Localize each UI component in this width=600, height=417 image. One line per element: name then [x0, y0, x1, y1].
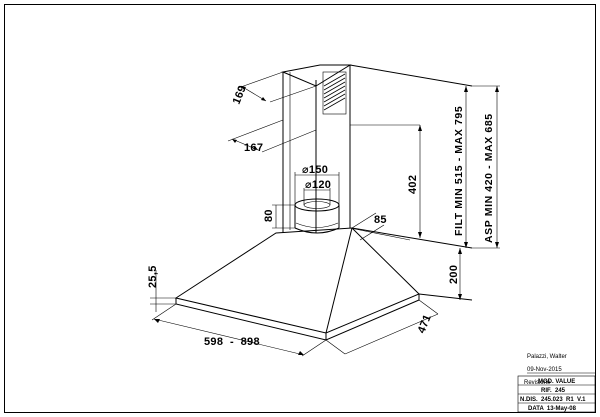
chimney-grille — [322, 71, 347, 115]
drawing-date-label: DATA 13-May-08 — [528, 406, 577, 412]
author-label: Palazzi, Walter — [527, 354, 567, 360]
wall-outline — [349, 64, 473, 301]
dim-chimney-depth: 169 — [231, 84, 249, 106]
sheet-border — [4, 4, 596, 413]
dim-filt-range: FILT MIN 515 - MAX 795 — [453, 106, 465, 236]
date-label: 09-Nov-2015 — [527, 367, 562, 373]
chimney-side-face — [315, 65, 351, 228]
dim-canopy-edge: 25,5 — [147, 265, 159, 288]
mod-value-label: MOD. VALUE — [538, 379, 575, 385]
dim-outlet-inner-diameter: ⌀120 — [305, 179, 331, 191]
outlet-collar — [294, 198, 340, 234]
dim-outlet-outer-diameter: ⌀150 — [302, 164, 328, 176]
dim-wall-gap: 200 — [448, 265, 460, 284]
dim-outlet-height: 80 — [263, 209, 275, 222]
dim-chimney-width: 167 — [244, 142, 263, 154]
dim-offset-85: 85 — [374, 214, 387, 226]
dim-depth: 471 — [416, 313, 434, 335]
title-block: Palazzi, Walter 09-Nov-2015 MOD. VALUE R… — [517, 354, 596, 413]
canopy-body — [174, 227, 420, 334]
wall-guides — [349, 227, 411, 241]
canopy-ridge — [325, 227, 353, 334]
dim-width-range: 598 - 898 — [204, 336, 260, 348]
drawing-number-label: N.DIS. 245.023 R1 V.1 — [520, 397, 586, 403]
revision-label: Revisione — [524, 380, 551, 386]
dimension-labels: 169 167 ⌀150 ⌀120 80 402 85 200 FILT MIN… — [147, 84, 495, 348]
dim-asp-range: ASP MIN 420 - MAX 685 — [483, 113, 495, 243]
dim-chimney-height: 402 — [407, 175, 419, 194]
dimension-lines — [150, 71, 500, 357]
rif-label: RIF. 245 — [541, 388, 566, 394]
hood-drawing — [174, 64, 473, 341]
